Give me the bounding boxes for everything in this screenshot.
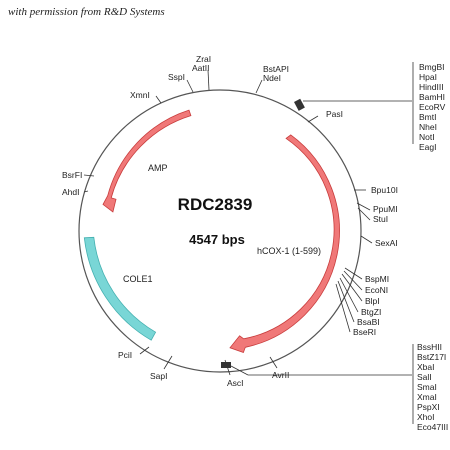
pcil-leader xyxy=(139,346,150,355)
site-pasi: PasI xyxy=(326,109,343,119)
amp-label: AMP xyxy=(148,163,168,173)
site-zral: ZraI xyxy=(196,54,211,64)
site-ahdi: AhdI xyxy=(62,187,80,197)
site-bseri: BseRI xyxy=(353,327,376,337)
bspmi-leader xyxy=(344,267,363,280)
top-cluster-item: EagI xyxy=(419,142,437,152)
ppumi-leader xyxy=(356,202,371,211)
top-cluster-item: EcoRV xyxy=(419,102,446,112)
site-bpu10i: Bpu10I xyxy=(371,185,398,195)
pasi-leader xyxy=(307,115,319,123)
site-sexai: SexAI xyxy=(375,238,398,248)
site-sapi: SapI xyxy=(150,371,168,381)
site-pcil: PciI xyxy=(118,350,132,360)
top-cluster-list: BmgBI HpaI HindIII BamHI EcoRV BmtI NheI… xyxy=(419,62,446,152)
bottom-cluster-item: PspXI xyxy=(417,402,440,412)
bseri-leader xyxy=(335,283,351,333)
bottom-cluster-item: SmaI xyxy=(417,382,437,392)
bottom-cluster-item: XmaI xyxy=(417,392,437,402)
blpi-leader xyxy=(341,273,363,302)
sexai-leader xyxy=(360,235,373,244)
bstapi-ndei-leader xyxy=(255,79,263,94)
top-cluster-item: BmgBI xyxy=(419,62,445,72)
site-bsabi: BsaBI xyxy=(357,317,380,327)
bottom-cluster-item: BssHII xyxy=(417,342,442,352)
xmni-leader xyxy=(155,95,162,104)
bottom-cluster-item: SalI xyxy=(417,372,432,382)
bottom-cluster-item: BstZ17I xyxy=(417,352,446,362)
bottom-cluster-drop xyxy=(230,365,249,376)
site-btgzi: BtgZI xyxy=(361,307,381,317)
site-econi: EcoNI xyxy=(365,285,388,295)
top-cluster-item: HindIII xyxy=(419,82,444,92)
bottom-mcs-cluster xyxy=(221,344,414,424)
site-sspi: SspI xyxy=(168,72,185,82)
site-stui: StuI xyxy=(373,214,388,224)
site-leaders xyxy=(83,69,373,376)
sapi-leader xyxy=(163,355,173,370)
site-bsrfi: BsrFI xyxy=(62,170,82,180)
cole1-label: COLE1 xyxy=(123,274,153,284)
top-cluster-item: NotI xyxy=(419,132,435,142)
hcox-arrow xyxy=(229,134,340,354)
site-ppumi: PpuMI xyxy=(373,204,398,214)
top-cluster-item: HpaI xyxy=(419,72,437,82)
site-xmni: XmnI xyxy=(130,90,150,100)
permission-note: with permission from R&D Systems xyxy=(8,6,165,18)
zral-aatii-leader xyxy=(207,69,210,91)
plasmid-backbone xyxy=(78,89,362,373)
top-cluster-block xyxy=(294,98,305,111)
stui-leader xyxy=(357,207,371,221)
bottom-cluster-item: XhoI xyxy=(417,412,435,422)
cole1-feature xyxy=(83,236,157,341)
bottom-cluster-item: Eco47III xyxy=(417,422,448,432)
site-avrii: AvrII xyxy=(272,370,289,380)
avrii-leader xyxy=(269,356,278,369)
plasmid-name: RDC2839 xyxy=(178,195,253,214)
site-ndei: NdeI xyxy=(263,73,281,83)
bottom-cluster-item: XbaI xyxy=(417,362,435,372)
hcox-label: hCOX-1 (1-599) xyxy=(257,246,321,256)
site-blpi: BlpI xyxy=(365,296,380,306)
btgzi-leader xyxy=(339,277,359,313)
bsabi-leader xyxy=(337,280,355,323)
ahdi-leader xyxy=(83,190,89,193)
bsrfi-leader xyxy=(83,174,95,177)
bottom-cluster-block xyxy=(221,362,231,368)
econi-leader xyxy=(343,270,363,291)
site-aatii: AatII xyxy=(192,63,209,73)
amp-arrow xyxy=(102,109,192,213)
top-cluster-item: NheI xyxy=(419,122,437,132)
top-mcs-cluster xyxy=(294,62,414,144)
site-asci: AscI xyxy=(227,378,244,388)
site-bstapi: BstAPI xyxy=(263,64,289,74)
plasmid-size: 4547 bps xyxy=(189,232,245,247)
bottom-cluster-list: BssHII BstZ17I XbaI SalI SmaI XmaI PspXI… xyxy=(417,342,448,432)
sspi-leader xyxy=(186,79,194,93)
top-cluster-item: BamHI xyxy=(419,92,445,102)
top-cluster-item: BmtI xyxy=(419,112,436,122)
site-bspmi: BspMI xyxy=(365,274,389,284)
